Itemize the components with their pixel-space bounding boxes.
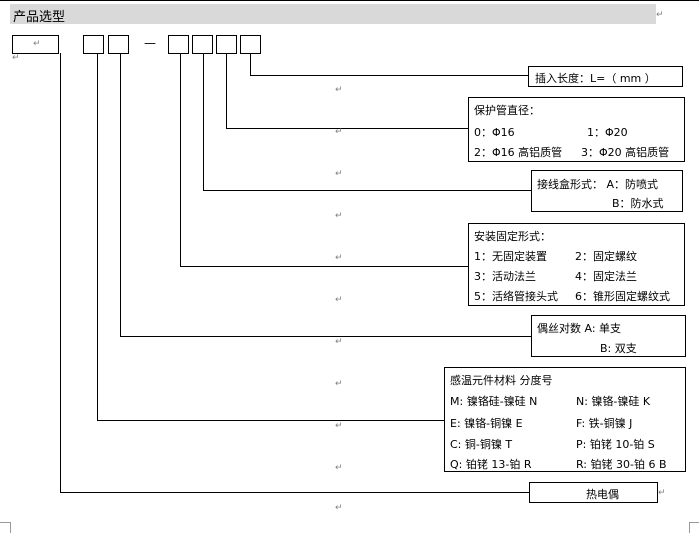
thermocouple-panel: 热电偶 [529, 482, 658, 503]
element-option: C: 铜-铜镍 T [450, 438, 513, 451]
return-mark: ↵ [335, 169, 343, 179]
connector-element-v [97, 53, 98, 420]
code-box-length [240, 35, 261, 54]
element-option: R: 铂铑 30-铂 6 B [576, 458, 667, 471]
return-mark: ↵ [335, 503, 343, 513]
mount-title: 安装固定形式： [474, 230, 551, 243]
tube-title: 保护管直径： [474, 104, 540, 117]
element-title: 感温元件材料 分度号 [450, 374, 553, 387]
return-mark: ↵ [658, 488, 666, 498]
return-mark: ↵ [335, 379, 343, 389]
return-mark: ↵ [335, 337, 343, 347]
pairs-option: B: 双支 [600, 342, 637, 355]
connector-mount-v [180, 53, 181, 266]
return-mark: ↵ [335, 127, 343, 137]
pairs-panel: 偶丝对数 A: 单支 B: 双支 [531, 315, 686, 357]
code-box-mount [168, 35, 189, 54]
mount-option: 3：活动法兰 [474, 270, 536, 283]
connector-length-v [250, 53, 251, 75]
junction-panel: 接线盒形式： A：防喷式 B：防水式 [531, 170, 683, 212]
element-option: M: 镍铬硅-镍硅 N [450, 395, 538, 408]
connector-pairs-h [120, 336, 531, 337]
section-header: 产品选型 [10, 4, 656, 25]
connector-type-v [60, 53, 61, 492]
element-option: N: 镍铬-镍硅 K [576, 395, 651, 408]
return-mark: ↵ [12, 53, 20, 63]
connector-tube-v [226, 53, 227, 128]
connector-element-h [97, 420, 444, 421]
mount-option: 1：无固定装置 [474, 250, 547, 263]
page-corner-mark [689, 522, 699, 533]
element-option: P: 铂铑 10-铂 S [576, 438, 655, 451]
return-mark: ↵ [33, 39, 41, 49]
return-mark: ↵ [656, 10, 664, 20]
length-label: 插入长度：L=（ mm ） [535, 72, 656, 85]
return-mark: ↵ [335, 253, 343, 263]
mount-option: 6：锥形固定螺纹式 [575, 290, 670, 303]
length-panel: 插入长度：L=（ mm ） [528, 66, 683, 87]
code-dash: — [144, 36, 156, 50]
connector-junction-v [203, 53, 204, 190]
connector-tube-h [226, 128, 468, 129]
junction-option: 接线盒形式： A：防喷式 [537, 178, 659, 191]
section-title: 产品选型 [13, 10, 66, 25]
return-mark: ↵ [335, 85, 343, 95]
connector-mount-h [180, 266, 468, 267]
code-box-tube [216, 35, 237, 54]
element-option: Q: 铂铑 13-铂 R [450, 458, 532, 471]
element-panel: 感温元件材料 分度号 M: 镍铬硅-镍硅 N N: 镍铬-镍硅 K E: 镍铬-… [444, 367, 686, 472]
return-mark: ↵ [335, 295, 343, 305]
connector-length-h [250, 75, 528, 76]
mount-panel: 安装固定形式： 1：无固定装置 2：固定螺纹 3：活动法兰 4：固定法兰 5：活… [468, 223, 685, 306]
tube-option: 1：Φ20 [587, 126, 628, 139]
tube-panel: 保护管直径： 0：Φ16 1：Φ20 2：Φ16 高铝质管 3：Φ20 高铝质管 [468, 97, 685, 162]
connector-junction-h [203, 190, 531, 191]
element-option: E: 镍铬-铜镍 E [450, 417, 523, 430]
element-option: F: 铁-铜镍 J [576, 417, 633, 430]
mount-option: 5：活络管接头式 [474, 290, 558, 303]
pairs-option: 偶丝对数 A: 单支 [537, 322, 622, 335]
mount-option: 4：固定法兰 [575, 270, 637, 283]
code-box-type: ↵ [12, 35, 59, 54]
tube-option: 2：Φ16 高铝质管 [474, 146, 563, 159]
code-box-junction [192, 35, 213, 54]
page-corner-mark [0, 522, 11, 533]
return-mark: ↵ [335, 421, 343, 431]
thermocouple-label: 热电偶 [586, 488, 619, 501]
code-box-pairs [108, 35, 129, 54]
return-mark: ↵ [335, 463, 343, 473]
junction-option: B：防水式 [612, 197, 664, 210]
connector-type-h [60, 492, 529, 493]
tube-option: 3：Φ20 高铝质管 [581, 146, 670, 159]
connector-pairs-v [120, 53, 121, 336]
return-mark: ↵ [335, 211, 343, 221]
code-box-element [83, 35, 104, 54]
top-rule [0, 0, 699, 1]
mount-option: 2：固定螺纹 [575, 250, 637, 263]
tube-option: 0：Φ16 [474, 126, 515, 139]
